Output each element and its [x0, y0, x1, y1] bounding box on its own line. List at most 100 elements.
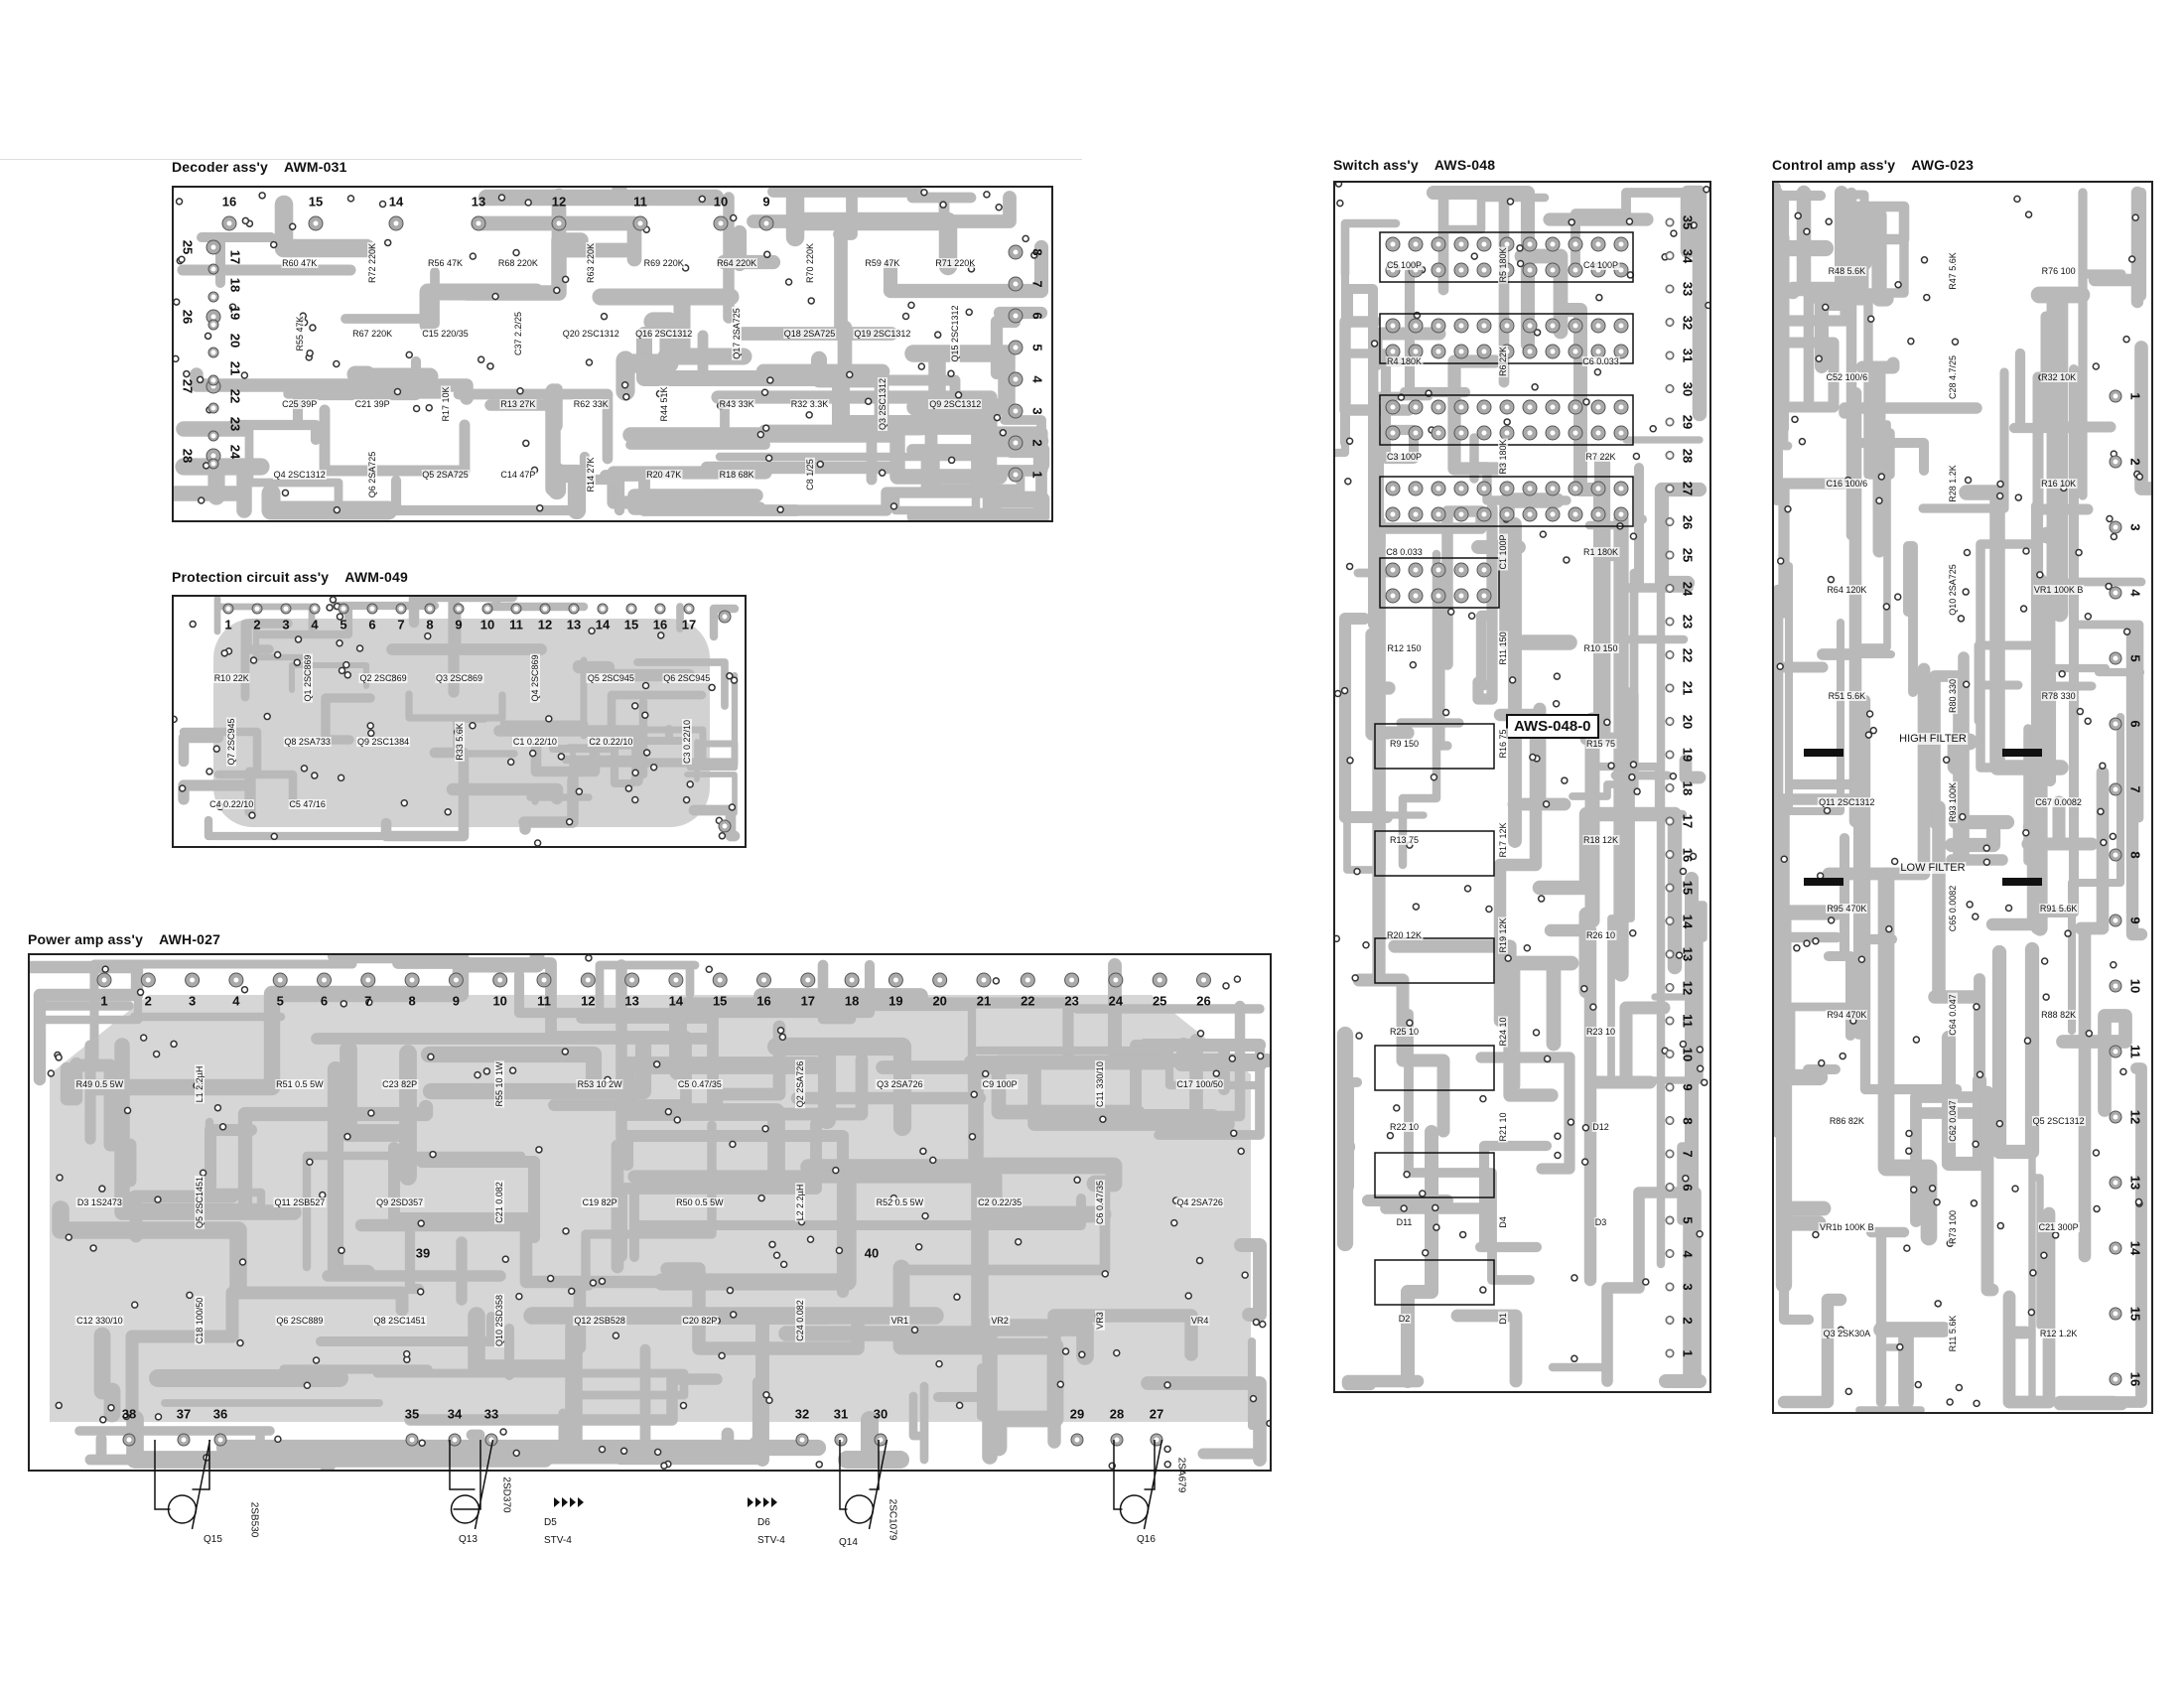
trace — [125, 1286, 409, 1418]
solder-pad — [553, 286, 561, 295]
terminal-hole — [393, 220, 399, 226]
solder-pad — [1822, 303, 1830, 312]
solder-pad — [1696, 1230, 1704, 1238]
solder-pad — [561, 275, 570, 284]
terminal-hole — [1667, 719, 1673, 724]
component-label: R64 120K — [1826, 584, 1868, 595]
solder-pad — [139, 1034, 148, 1042]
terminal-number: 12 — [537, 617, 553, 633]
terminal-hole — [1413, 323, 1419, 329]
trace — [1343, 1076, 1363, 1193]
trace — [1544, 923, 1597, 1287]
solder-pad — [620, 380, 629, 389]
solder-pad — [1340, 686, 1349, 695]
solder-pad — [402, 1349, 411, 1358]
solder-pad — [757, 1194, 765, 1202]
component-label: Q6 2SA725 — [367, 451, 378, 499]
terminal-number: 40 — [864, 1245, 880, 1261]
solder-pad — [2011, 1185, 2019, 1193]
terminal-hole — [1114, 1437, 1120, 1443]
solder-pad — [1649, 424, 1657, 433]
solder-pad — [953, 1293, 961, 1301]
solder-pad — [1553, 672, 1562, 680]
solder-pad — [1446, 608, 1455, 616]
solder-pad — [178, 255, 186, 264]
solder-pad — [1113, 1348, 1121, 1357]
solder-pad — [499, 1428, 507, 1436]
component-label: C5 100P — [1385, 260, 1424, 271]
solder-pad — [1869, 726, 1877, 735]
terminal-number: 34 — [1680, 248, 1696, 263]
trace — [627, 1170, 1003, 1207]
component-label: R14 27K — [586, 456, 597, 493]
solder-pad — [2092, 362, 2101, 370]
terminal-number: 14 — [2127, 1240, 2143, 1256]
terminal-number: 15 — [623, 617, 639, 633]
switch-outline — [1374, 1152, 1495, 1198]
terminal-hole — [1667, 1217, 1673, 1223]
terminal-number: 22 — [1021, 993, 1035, 1009]
terminal-number: 11 — [633, 194, 647, 210]
solder-pad — [878, 469, 887, 477]
external-part-label: STV-4 — [757, 1535, 785, 1546]
solder-pad — [326, 604, 334, 612]
terminal-hole — [1390, 430, 1396, 436]
solder-pad — [1885, 924, 1893, 933]
terminal-hole — [476, 220, 481, 226]
trace — [1873, 1322, 1952, 1410]
terminal-hole — [1481, 323, 1487, 329]
trace — [204, 1123, 258, 1200]
solder-pad — [1589, 1003, 1597, 1011]
terminal-hole — [2113, 1245, 2118, 1251]
trace — [1778, 478, 1849, 619]
component-label: R23 10 — [1584, 1026, 1617, 1037]
solder-pad — [2040, 957, 2049, 965]
terminal-hole — [1458, 430, 1464, 436]
terminal-number: 5 — [2127, 654, 2143, 662]
terminal-number: 7 — [397, 617, 405, 633]
terminal-hole — [1481, 404, 1487, 410]
trace — [561, 697, 648, 779]
switch-outline — [1374, 723, 1495, 770]
solder-pad — [1905, 1129, 1913, 1138]
terminal-hole — [1481, 241, 1487, 247]
terminal-hole — [1527, 404, 1533, 410]
solder-pad — [1504, 954, 1512, 962]
terminal-hole — [2113, 1311, 2118, 1317]
solder-pad — [263, 712, 271, 721]
terminal-hole — [1618, 349, 1624, 354]
switch-outline — [1374, 1259, 1495, 1306]
terminal-number: 13 — [566, 617, 582, 633]
solder-pad — [764, 454, 773, 463]
solder-pad — [2042, 993, 2050, 1001]
component-label: R68 220K — [496, 257, 539, 268]
component-label: L1 2.2µH — [195, 1064, 205, 1104]
component-label: C62 0.047 — [1948, 1099, 1958, 1144]
solder-pad — [768, 1240, 776, 1249]
terminal-hole — [1572, 241, 1578, 247]
solder-pad — [772, 1251, 781, 1260]
terminal-hole — [1527, 511, 1533, 517]
solder-pad — [910, 1326, 919, 1335]
solder-pad — [1570, 1354, 1578, 1363]
trace — [1946, 651, 2008, 866]
trace — [74, 1426, 303, 1462]
solder-pad — [218, 1123, 227, 1131]
solder-pad — [89, 1244, 97, 1252]
component-label: C4 100P — [1581, 260, 1620, 271]
solder-pad — [919, 1147, 927, 1156]
solder-pad — [1353, 867, 1361, 876]
terminal-number: 38 — [121, 1406, 137, 1422]
solder-pad — [2075, 548, 2083, 557]
scan-edge-line — [0, 159, 1082, 160]
terminal-number: 6 — [1680, 1183, 1696, 1192]
solder-pad — [2119, 1067, 2127, 1076]
component-label: R10 150 — [1582, 642, 1619, 653]
component-label: R32 10K — [2040, 371, 2078, 382]
solder-pad — [1866, 315, 1875, 323]
solder-pad — [1581, 1124, 1590, 1132]
solder-pad — [1335, 934, 1341, 943]
terminal-hole — [1527, 349, 1533, 354]
terminal-hole — [1013, 249, 1019, 255]
